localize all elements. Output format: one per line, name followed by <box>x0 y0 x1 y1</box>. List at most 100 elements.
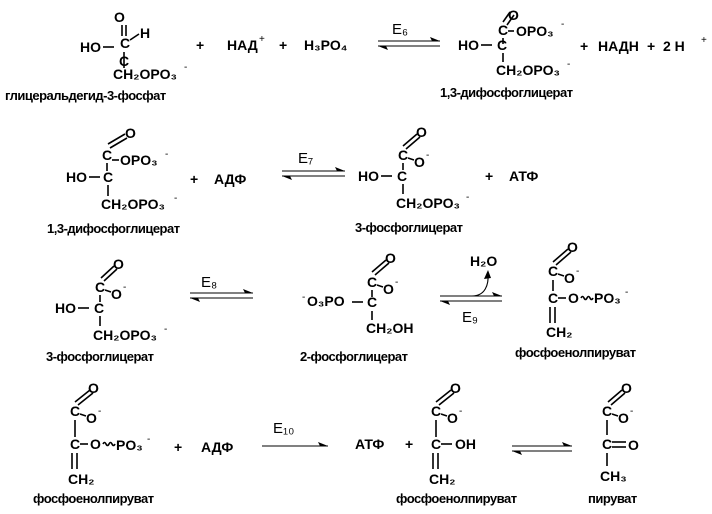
charge-minus: - <box>123 282 126 293</box>
group-oh: OH <box>455 436 476 452</box>
atom-c: C <box>431 403 441 419</box>
atom-c: C <box>367 294 377 310</box>
atom-c: C <box>602 403 612 419</box>
atom-c: C <box>94 300 104 316</box>
atom-o-minus: O <box>86 410 97 426</box>
charge-minus: - <box>567 59 570 70</box>
bond-double <box>502 11 511 23</box>
atom-c: C <box>548 290 558 306</box>
molecule-phosphoenolpyruvate: O C O - C O PO₃ - CH₂ фосфоенолпируват <box>33 380 154 506</box>
plus-sign: + <box>485 168 493 184</box>
equilibrium-arrow-e6: E₆ <box>378 21 440 50</box>
high-energy-bond <box>102 441 116 447</box>
bond-double <box>555 251 572 266</box>
atom-c: C <box>70 403 80 419</box>
atom-c: C <box>103 169 113 185</box>
bond <box>129 33 140 41</box>
molecule-pyruvate: O C O - C O CH₃ пируват <box>588 380 639 506</box>
group-ch2opo3: CH₂OPO₃ <box>101 196 165 212</box>
bond <box>104 289 112 293</box>
plus-sign: + <box>174 439 182 455</box>
atom-c: C <box>431 436 441 452</box>
group-ch2oh: CH₂OH <box>366 320 413 336</box>
molecule-3-phosphoglycerate: O C O - HO C CH₂OPO₃ - 3-фосфоглицерат <box>46 256 167 364</box>
charge-minus: - <box>164 324 167 335</box>
group-ch3: CH₃ <box>600 468 627 484</box>
bond-double <box>552 248 569 263</box>
group-opo3: OPO₃ <box>516 23 554 39</box>
atom-o: O <box>88 380 99 396</box>
water-h2o: H₂O <box>470 253 497 269</box>
enzyme-e8: E₈ <box>201 274 217 291</box>
atom-ho: HO <box>80 39 101 55</box>
group-ch2opo3: CH₂OPO₃ <box>496 62 560 78</box>
bond-double <box>402 133 418 147</box>
enzyme-e6: E₆ <box>392 21 408 38</box>
atom-o: O <box>125 125 136 141</box>
atom-o: O <box>621 380 632 396</box>
group-o3po: O₃PO <box>307 293 345 309</box>
atom-c: C <box>95 279 105 295</box>
charge-minus: - <box>630 406 633 417</box>
atom-c: C <box>497 37 507 53</box>
molecule-1-3-bisphosphoglycerate: O C OPO₃ - HO C CH₂OPO₃ - 1,3-дифосфогли… <box>47 125 180 236</box>
atom-o: O <box>114 9 125 25</box>
group-ch2opo3: CH₂OPO₃ <box>113 66 177 82</box>
atom-c: C <box>548 263 558 279</box>
plus-sign: + <box>580 38 588 54</box>
charge-minus: - <box>426 150 429 161</box>
charge-minus: - <box>625 287 628 298</box>
reagent-h3po4: H₃PO₄ <box>304 37 347 53</box>
reagent-2h: 2 H <box>663 38 685 54</box>
group-po3: PO₃ <box>594 290 621 306</box>
group-po3: PO₃ <box>116 437 143 453</box>
atom-c: C <box>498 22 508 38</box>
plus-sign: + <box>196 37 204 53</box>
bond-double <box>435 389 452 403</box>
atom-o-minus: O <box>383 281 394 297</box>
bond-double <box>100 265 115 279</box>
atom-ho: HO <box>66 169 87 185</box>
atom-c: C <box>397 168 407 184</box>
group-ch2opo3: CH₂OPO₃ <box>93 327 157 343</box>
group-ch2: CH₂ <box>429 471 455 487</box>
reagent-nadh: НАДН <box>598 38 639 54</box>
atom-ho: HO <box>358 168 379 184</box>
bond <box>407 157 415 161</box>
charge-plus: + <box>259 34 265 45</box>
plus-sign: + <box>279 37 287 53</box>
enzyme-e7: E₇ <box>298 150 313 167</box>
molecule-phosphoenolpyruvate: O C O - C O PO₃ - CH₂ фосфоенолпируват <box>515 239 636 360</box>
reagent-atp: АТФ <box>509 168 538 184</box>
group-opo3: OPO₃ <box>120 152 158 168</box>
enzyme-e9: E₉ <box>462 309 478 326</box>
equilibrium-arrow-tautomerization <box>512 442 572 455</box>
atom-o-minus: O <box>564 270 575 286</box>
atom-o: O <box>628 437 639 453</box>
bond-double <box>374 262 390 276</box>
label-3-phosphoglycerate: 3-фосфоглицерат <box>355 220 463 235</box>
equilibrium-arrow-e8: E₈ <box>190 274 253 302</box>
charge-minus: - <box>165 149 168 160</box>
bond-double <box>371 259 387 273</box>
label-phosphoenolpyruvate: фосфоенолпируват <box>33 491 154 506</box>
charge-minus: - <box>147 434 150 445</box>
reagent-nad: НАД <box>227 37 258 53</box>
bond <box>440 413 448 417</box>
plus-sign: + <box>190 171 198 187</box>
atom-o: O <box>90 436 101 452</box>
charge-minus: - <box>302 292 305 303</box>
reagent-adp: АДФ <box>214 171 246 187</box>
bond-double <box>438 392 455 406</box>
label-2-phosphoglycerate: 2-фосфоглицерат <box>300 349 408 364</box>
charge-plus: + <box>701 35 707 46</box>
bond <box>79 413 87 417</box>
group-ch2: CH₂ <box>68 471 94 487</box>
molecule-enolpyruvate: O C O - C OH CH₂ фосфоенолпируват <box>396 380 517 506</box>
label-phosphoenolpyruvate: фосфоенолпируват <box>396 491 517 506</box>
high-energy-bond <box>580 295 594 301</box>
plus-sign: + <box>647 38 655 54</box>
bond-double <box>607 389 623 403</box>
bond-double <box>109 137 128 149</box>
